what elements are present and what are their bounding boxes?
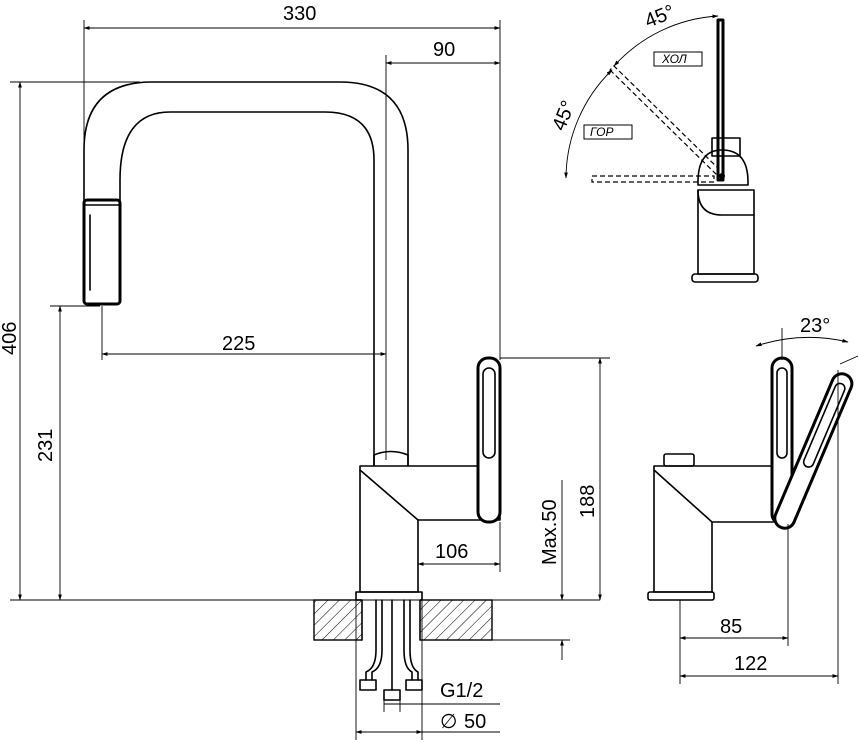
dim-90: 90 <box>385 39 501 460</box>
lever-handle <box>476 356 502 524</box>
dim-231: 231 <box>35 305 100 601</box>
dim-225-label: 225 <box>222 333 255 355</box>
dim-406: 406 <box>0 81 600 601</box>
dim-50: ∅ 50 <box>355 600 500 740</box>
dim-g12-label: G1/2 <box>440 680 483 702</box>
dim-85-label: 85 <box>720 616 742 638</box>
dim-50-symbol: ∅ <box>440 711 457 733</box>
spout-collar <box>373 450 409 466</box>
angle-top-right: 45° <box>642 1 678 33</box>
dim-231-label: 231 <box>35 429 57 462</box>
label-hot: ГОР <box>590 125 613 139</box>
angle-top-left: 45° <box>548 98 580 134</box>
dim-106-label: 106 <box>435 541 468 563</box>
spray-head <box>82 198 122 306</box>
dim-90-label: 90 <box>433 39 455 61</box>
angle-side: 23° <box>800 315 830 337</box>
dim-122-label: 122 <box>734 653 767 675</box>
dim-330-label: 330 <box>283 3 316 25</box>
dim-max50: Max.50 <box>492 480 570 660</box>
dim-188-label: 188 <box>577 485 599 518</box>
side-view: 23° 85 122 <box>647 315 859 684</box>
dim-406-label: 406 <box>0 322 21 355</box>
label-cold: ХОЛ <box>661 52 688 66</box>
rotation-view: 45° 45° ГОР ХОЛ <box>548 1 759 283</box>
dim-106: 106 <box>417 522 501 572</box>
dim-225: 225 <box>101 306 387 360</box>
dim-50-label: 50 <box>464 711 486 733</box>
dim-max50-label: Max.50 <box>539 499 561 565</box>
dim-g12: G1/2 <box>383 680 500 712</box>
dim-188: 188 <box>500 357 610 601</box>
supply-hoses <box>359 599 423 701</box>
front-view: 330 90 406 231 225 <box>0 3 610 740</box>
dim-330: 330 <box>83 3 501 360</box>
spout-tube <box>83 81 409 466</box>
